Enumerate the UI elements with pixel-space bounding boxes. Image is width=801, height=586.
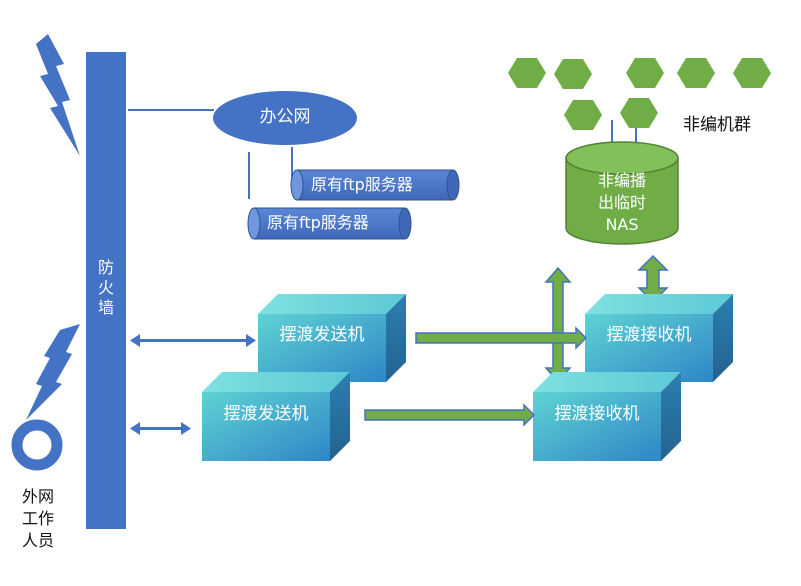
nas-label-line2: 出临时 [597,193,646,212]
external-staff-ring-icon [11,419,63,471]
external-staff-line2: 工作 [21,509,54,528]
cluster-node-hexagon [620,98,658,128]
send-node-label-2: 摆渡发送机 [223,404,309,424]
ftp-server-label-2: 原有ftp服务器 [267,213,369,232]
edit-cluster-hexagons [508,58,771,130]
firewall-label: 防火墙 [97,258,114,317]
receive-node-label-1: 摆渡接收机 [606,325,692,345]
send-node-box-1 [258,294,406,382]
external-staff-line3: 人员 [21,531,54,550]
send-node-label-1: 摆渡发送机 [279,325,365,345]
ftp-server-pipe-2 [247,207,412,240]
cluster-node-hexagon [554,59,592,89]
ftp-server-pipe-1 [290,169,460,201]
receive-node-box-2 [533,372,681,461]
office-network-label: 办公网 [259,107,311,127]
nas-label-line1: 非编播 [597,171,646,190]
send-receive-arrow-1 [415,326,588,350]
lightning-bolt-icon-bottom [26,324,80,420]
nas-label-line3: NAS [605,215,639,234]
firewall-bar [86,52,126,529]
edit-cluster-label: 非编机群 [683,115,751,135]
receiver-link-double-arrow [544,266,572,384]
send-receive-arrow-2 [364,403,536,427]
cluster-node-hexagon [564,100,602,130]
cluster-node-hexagon [733,58,771,88]
cluster-node-hexagon [508,58,546,88]
ftp-server-label-1: 原有ftp服务器 [311,175,413,194]
receive-node-box-1 [585,294,733,382]
lightning-bolt-icon-top [36,34,80,156]
nas-cylinder [565,141,679,245]
send-node-box-2 [202,372,350,461]
cluster-node-hexagon [626,58,664,88]
cluster-node-hexagon [677,58,715,88]
office-network-ellipse [213,91,357,145]
firewall-send-arrow-1 [130,334,256,347]
external-staff-line1: 外网 [21,487,54,506]
receive-node-label-2: 摆渡接收机 [554,404,640,424]
firewall-send-arrow-2 [130,422,191,435]
external-staff-label: 外网 工作 人员 [14,486,62,552]
nas-label: 非编播 出临时 NAS [566,170,678,236]
